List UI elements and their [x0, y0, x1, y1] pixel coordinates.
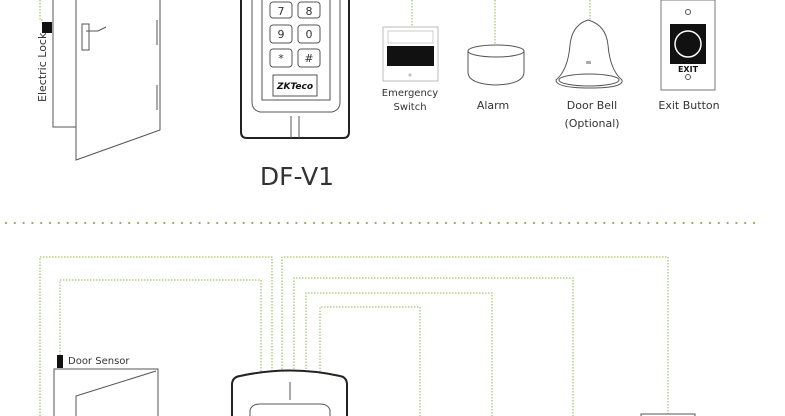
door-bell-label-line1: Door Bell	[567, 99, 617, 112]
emergency-switch: Emergency Switch	[382, 26, 439, 113]
key-0: 0	[306, 28, 313, 41]
exit-button-device: EXIT Exit Button	[658, 0, 720, 112]
exit-button-label: Exit Button	[658, 99, 719, 112]
top-wires	[39, 0, 688, 44]
keypad-keys: 7 8 9 0 * #	[269, 1, 321, 68]
door-sensor-icon	[57, 355, 63, 368]
electric-lock-icon	[42, 22, 52, 33]
bottom-device	[231, 369, 348, 416]
door-with-electric-lock: Electric Lock	[36, 0, 161, 161]
key-hash: #	[304, 52, 313, 65]
key-8: 8	[306, 5, 313, 18]
door-bell: Door Bell (Optional)	[555, 19, 623, 130]
emergency-switch-label-line1: Emergency	[382, 88, 438, 99]
bottom-wires	[39, 256, 669, 416]
emergency-switch-label-line2: Switch	[393, 102, 426, 113]
df-v1-keypad-device: 7 8 9 0 * # ZKTeco	[240, 0, 350, 139]
door-with-door-sensor: Door Sensor	[53, 355, 159, 416]
door-sensor-label: Door Sensor	[68, 356, 130, 367]
key-star: *	[278, 52, 284, 65]
bottom-right-device	[640, 413, 696, 416]
alarm-label: Alarm	[477, 99, 509, 112]
device-model-title: DF-V1	[260, 162, 334, 191]
key-7: 7	[278, 5, 285, 18]
alarm: Alarm	[467, 44, 525, 112]
door-bell-label-line2: (Optional)	[564, 117, 619, 130]
electric-lock-label: Electric Lock	[36, 32, 49, 102]
exit-text: EXIT	[678, 65, 699, 74]
key-9: 9	[278, 28, 285, 41]
zkteco-logo: ZKTeco	[276, 82, 313, 92]
